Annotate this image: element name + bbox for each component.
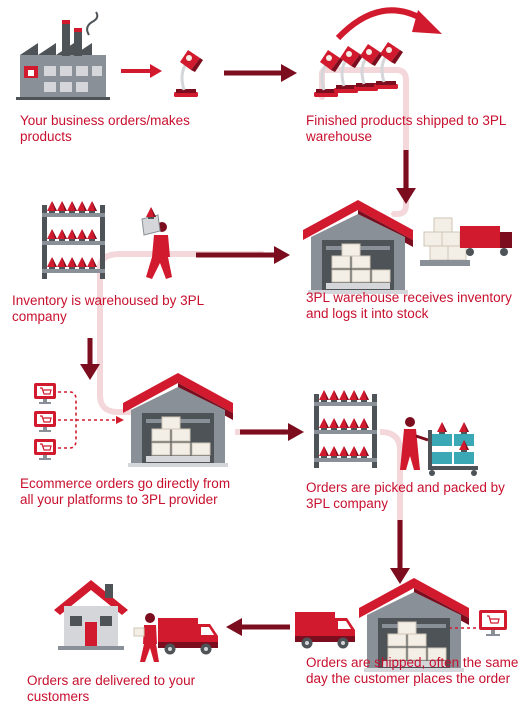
step-caption-7: Orders are shipped, often the same day t…	[306, 655, 519, 686]
boxes-and-truck-icon	[420, 217, 512, 266]
shelf-icon	[314, 390, 377, 468]
curved-arrow-icon	[335, 7, 426, 41]
arrow-head	[80, 364, 100, 380]
monitor-icon	[33, 382, 57, 461]
shelf-icon	[42, 201, 105, 279]
factory-icon	[16, 11, 110, 100]
arrow-head	[396, 188, 416, 204]
arrow-head	[288, 423, 304, 441]
picker-icon	[400, 417, 478, 476]
delivery-van-icon	[158, 618, 218, 655]
warehouse-icon	[122, 372, 234, 468]
step-caption-2: Finished products shipped to 3PL warehou…	[306, 113, 506, 144]
arrow-head	[226, 618, 242, 636]
arrow-head	[390, 568, 410, 584]
step-caption-5: Ecommerce orders go directly from all yo…	[20, 476, 231, 507]
lamp-icon	[172, 48, 205, 99]
delivery-person-icon	[133, 613, 159, 662]
step-caption-1: Your business orders/makes products	[20, 113, 190, 144]
house-icon	[54, 580, 128, 650]
dotted-connector	[58, 391, 118, 449]
arrow-head	[412, 10, 442, 34]
step-caption-8: Orders are delivered to your customers	[27, 673, 196, 704]
flow-path	[379, 429, 403, 560]
step-caption-6: Orders are picked and packed by 3PL comp…	[306, 480, 505, 511]
arrow-head	[274, 246, 290, 264]
delivery-truck-icon	[295, 612, 355, 649]
worker-carrying-box-icon	[141, 207, 172, 279]
step-caption-3: Inventory is warehoused by 3PL company	[12, 293, 204, 324]
monitor-icon	[479, 610, 507, 636]
arrow-head	[116, 416, 124, 424]
step-caption-4: 3PL warehouse receives inventory and log…	[306, 290, 512, 321]
arrow-head	[281, 64, 297, 82]
arrow-head	[150, 64, 162, 78]
flow-path	[97, 251, 265, 415]
